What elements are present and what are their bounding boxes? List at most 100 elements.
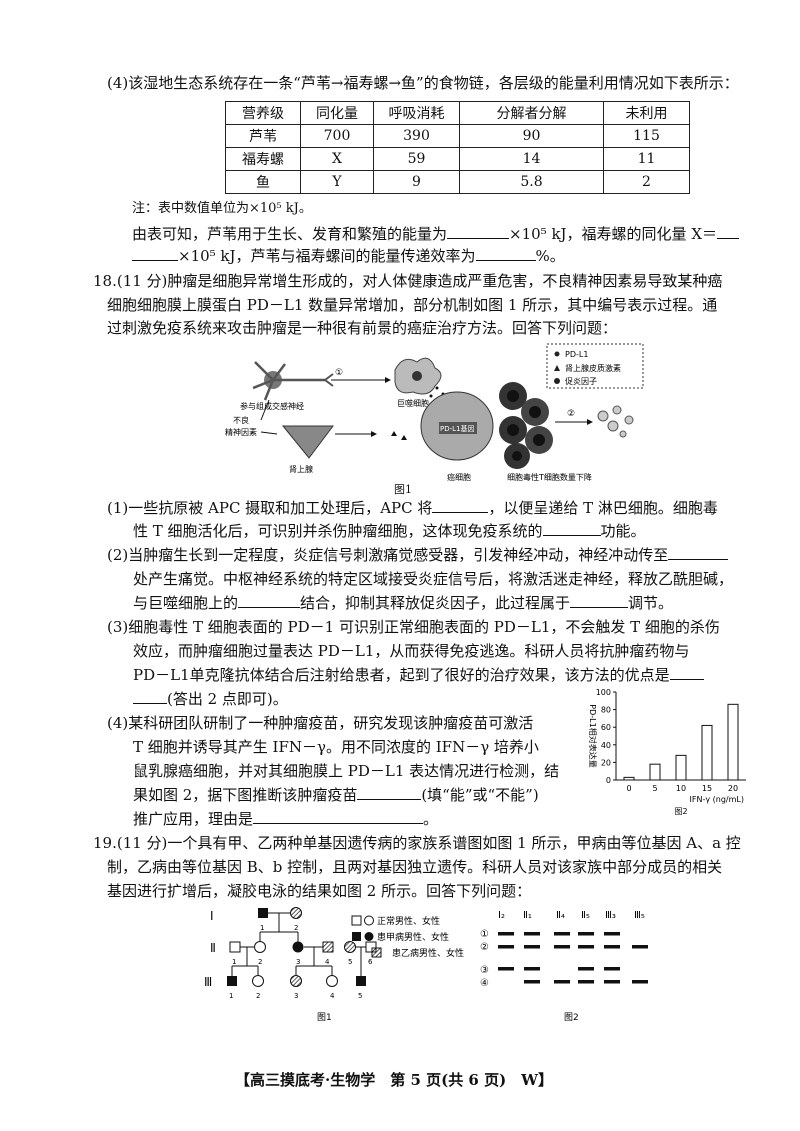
q18-text: (1)一些抗原被 APC 摄取和加工处理后，APC 将 [107, 499, 433, 517]
t-cell-icons [499, 382, 553, 469]
generation-III: Ⅲ [204, 975, 212, 989]
gel-band-label: ④ [480, 978, 489, 989]
gel-band-label: ③ [480, 965, 489, 976]
bar [623, 776, 635, 781]
q19-pedigree: Ⅰ Ⅱ Ⅲ 1 2 1 2 3 4 5 6 1 2 3 4 5 正常男性、女性 … [204, 907, 464, 1023]
gel-lane-label: Ⅲ₅ [634, 910, 645, 921]
q18-p1-line1: (1)一些抗原被 APC 摄取和加工处理后，APC 将，以便呈递给 T 淋巴细胞… [107, 498, 718, 518]
q18-text: 果如图 2，据下图推断该肿瘤疫苗 [133, 786, 358, 804]
hormone-icon [554, 365, 560, 371]
table-cell: 芦苇 [225, 124, 301, 148]
answer-blank[interactable] [475, 246, 536, 261]
answer-blank[interactable] [132, 246, 178, 261]
gel-lane-label: Ⅲ₃ [605, 910, 616, 921]
pd-l1-gene-box [439, 422, 477, 434]
table-header-row: 营养级 同化量 呼吸消耗 分解者分解 未利用 [225, 101, 690, 125]
dead-cell-debris-icon [597, 405, 634, 438]
table-header-cell: 分解者分解 [459, 101, 604, 125]
bar [701, 724, 713, 781]
person-III1 [227, 976, 237, 986]
label-factor: 不良 精神因素 [225, 415, 257, 437]
q18-stem: 过刺激免疫系统来攻击肿瘤是一种很有前景的癌症治疗方法。回答下列问题： [107, 319, 618, 337]
gel-lane-label: Ⅱ₄ [556, 910, 565, 921]
answer-blank[interactable] [253, 809, 424, 824]
q17-text: ×10⁵ kJ，芦苇与福寿螺间的能量传递效率为 [178, 247, 476, 265]
q18-text: 。 [423, 810, 439, 828]
table-row: 芦苇 700 390 90 115 [225, 124, 690, 148]
q17-intro: (4)该湿地生态系统存在一条“芦苇→福寿螺→鱼”的食物链，各层级的能量利用情况如… [107, 74, 739, 92]
chart-caption: 图2 [674, 807, 687, 816]
answer-blank[interactable] [432, 498, 489, 513]
q18-text: (答出 2 点即可)。 [167, 690, 288, 708]
fig1-caption: 图1 [394, 483, 412, 496]
legend-normal: 正常男性、女性 [377, 915, 440, 927]
q18-text: 与巨噬细胞上的 [133, 594, 239, 612]
energy-table: 营养级 同化量 呼吸消耗 分解者分解 未利用 芦苇 700 390 90 115… [225, 101, 690, 194]
person-III4 [326, 975, 338, 987]
table-cell: 11 [603, 147, 690, 171]
y-tick-label: 60 [601, 723, 611, 732]
answer-blank[interactable] [570, 593, 629, 608]
legend-pd-l1: PD-L1 [565, 350, 588, 359]
pedigree-number: 5 [358, 992, 362, 1000]
gel-lane-label: Ⅰ₂ [498, 910, 505, 921]
q18-p1-line2: 性 T 细胞活化后，可识别并杀伤肿瘤细胞，这体现免疫系统的功能。 [133, 521, 646, 541]
x-axis-label: IFN-γ (ng/mL) [690, 795, 744, 804]
y-tick-label: 100 [596, 688, 611, 697]
q18-stem: 细胞细胞膜上膜蛋白 PD－L1 数量异常增加，部分机制如图 1 所示，其中编号表… [107, 296, 718, 314]
q19-stem: 制，乙病由等位基因 B、b 控制，且两对基因独立遗传。科研人员对该家族中部分成员… [107, 858, 723, 876]
q18-p4-line: 推广应用，理由是。 [133, 809, 438, 829]
q18-figure1: 参与组成交感神经 ① 巨噬细胞 不良 精神因素 肾上腺 PD-L1基因 癌细胞 … [225, 343, 644, 482]
legend-jia-female-icon [364, 932, 374, 941]
table-header-cell: 同化量 [300, 101, 374, 125]
answer-blank[interactable] [668, 545, 729, 560]
q18-p4-line: (4)某科研团队研制了一种肿瘤疫苗，研究发现该肿瘤疫苗可激活 [107, 714, 534, 732]
answer-blank[interactable] [133, 689, 167, 704]
person-III5 [356, 976, 366, 986]
table-cell: 9 [373, 170, 460, 194]
generation-II: Ⅱ [210, 941, 216, 955]
gel-caption: 图2 [564, 1012, 579, 1023]
y-tick-label: 0 [606, 776, 611, 785]
q18-text: 结合，抑制其释放促炎因子，此过程属于 [300, 594, 571, 612]
legend-jia: 患甲病男性、女性 [377, 931, 449, 943]
q18-p4-line: 果如图 2，据下图推断该肿瘤疫苗(填“能”或“不能”) [133, 785, 539, 805]
bar [727, 703, 739, 781]
q18-p3-line: PD－L1单克隆抗体结合后注射给患者，起到了很好的治疗效果，该方法的优点是 [133, 665, 704, 685]
q19-stem: 基因进行扩增后，凝胶电泳的结果如图 2 所示。回答下列问题： [107, 882, 532, 900]
bar [649, 763, 661, 781]
answer-blank[interactable] [542, 521, 601, 536]
answer-blank[interactable] [238, 593, 301, 608]
table-cell: Y [300, 170, 374, 194]
q18-p4-line: 鼠乳腺癌细胞，并对其细胞膜上 PD－L1 表达情况进行检测，结 [133, 762, 560, 780]
q17-question-line2: ×10⁵ kJ，芦苇与福寿螺间的能量传递效率为 %。 [132, 246, 565, 266]
answer-blank[interactable] [669, 665, 704, 680]
pd-l1-icon [554, 351, 560, 357]
fig1-legend-box [546, 343, 644, 389]
q18-text: PD－L1单克隆抗体结合后注射给患者，起到了很好的治疗效果，该方法的优点是 [133, 666, 670, 684]
x-tick-label: 15 [702, 784, 712, 793]
pedigree-number: 2 [294, 924, 298, 932]
label-macrophage: 巨噬细胞 [397, 398, 429, 408]
q17-text: %。 [535, 247, 565, 265]
answer-blank[interactable] [357, 785, 422, 800]
macrophage-icon [394, 357, 442, 395]
legend-normal-male-icon [351, 915, 362, 926]
step-1-label: ① [335, 368, 343, 378]
y-tick-label: 80 [601, 706, 611, 715]
answer-blank[interactable] [717, 224, 740, 239]
q17-text: ×10⁵ kJ，福寿螺的同化量 X＝ [509, 225, 718, 243]
neuron-icon [252, 361, 334, 401]
legend-inflammatory: 促炎因子 [565, 376, 597, 386]
legend-yi: 患乙病男性、女性 [392, 947, 464, 959]
gel-lane-label: Ⅱ₁ [523, 910, 532, 921]
generation-I: Ⅰ [210, 909, 214, 923]
table-row: 福寿螺 X 59 14 11 [225, 147, 690, 171]
legend-yi-male-icon [371, 947, 382, 958]
person-II1 [229, 941, 241, 953]
pedigree-number: 1 [232, 958, 236, 966]
q18-text: 调节。 [628, 594, 674, 612]
table-cell: 59 [373, 147, 460, 171]
answer-blank[interactable] [447, 224, 510, 239]
q18-stem: 18.(11 分)肿瘤是细胞异常增生形成的，对人体健康造成严重危害，不良精神因素… [93, 272, 723, 290]
